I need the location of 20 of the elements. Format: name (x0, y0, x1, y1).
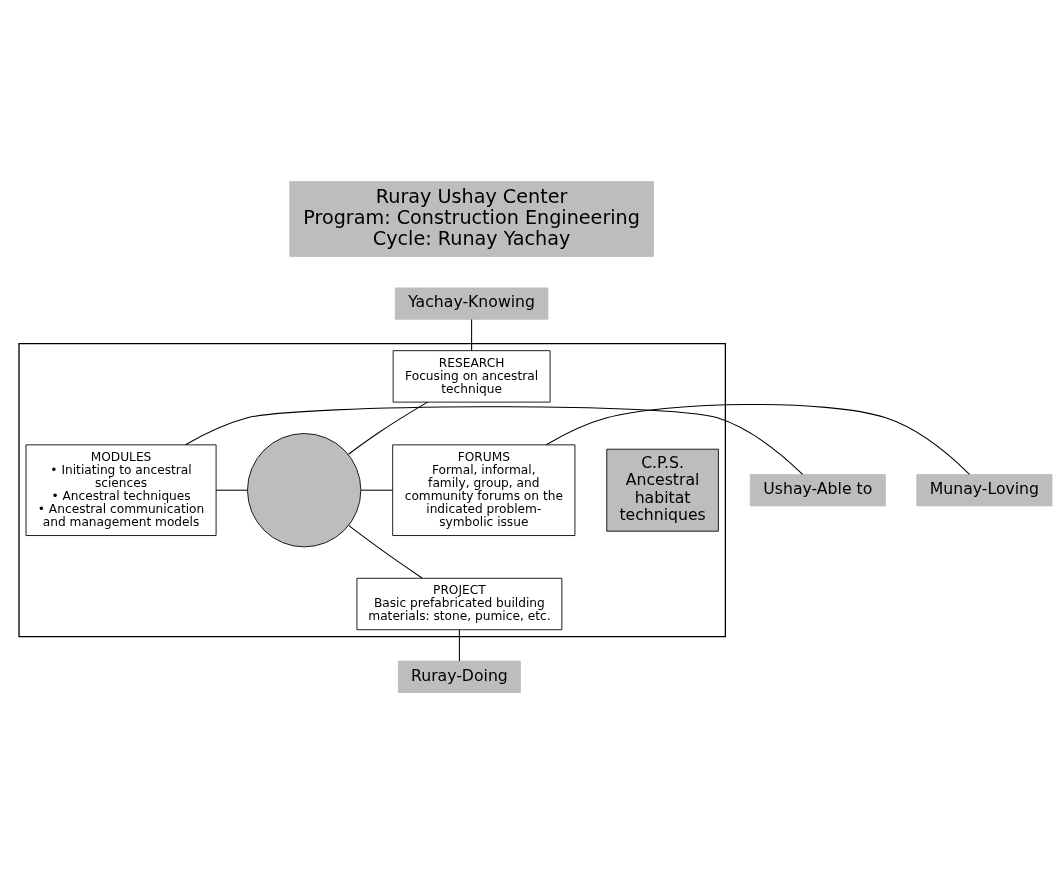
connector (545, 403, 970, 475)
connector (471, 318, 473, 351)
node-box: FORUMS Formal, informal, family, group, and community forums on the indicated problem-symbolic issue (392, 443, 576, 536)
connector (360, 489, 394, 491)
connector (458, 628, 460, 661)
node-box: Munay-Loving (916, 473, 1053, 506)
node-box: MODULES • Initiating to ancestral sciences • Ancestral techniques • Ancestral communication and management models (25, 443, 217, 536)
connector (348, 401, 429, 455)
node-box: Ruray-Doing (397, 660, 521, 693)
node-box: PROJECT Basic prefabricated building materials: stone, pumice, etc. (356, 577, 563, 630)
cluster (18, 342, 727, 637)
connector (184, 405, 804, 475)
connector (348, 524, 423, 579)
node-circle (247, 432, 362, 547)
node-box: Yachay-Knowing (394, 286, 549, 320)
node-box: RESEARCH Focusing on ancestral technique (392, 349, 551, 403)
connector (215, 489, 248, 491)
node-box: Ruray Ushay Center Program: Construction Engineering Cycle: Runay Yachay (289, 180, 654, 257)
node-box: Ushay-Able to (749, 473, 886, 506)
node-box: C.P.S. Ancestral habitat techniques (606, 448, 719, 532)
